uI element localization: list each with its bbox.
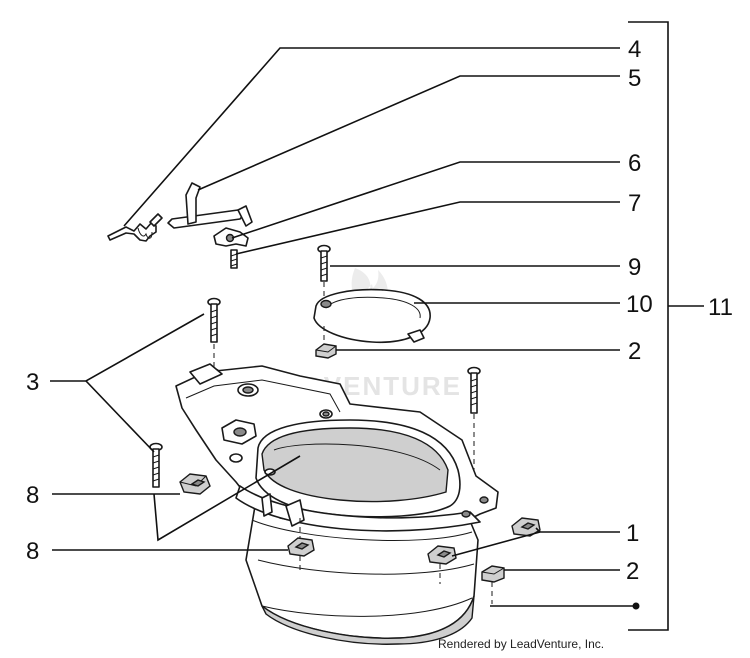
part-lid [313,288,431,344]
part-storage-compartment [175,363,499,645]
callout-2-lower: 2 [626,558,639,585]
part-nut-middle [287,518,315,574]
callout-8-lower: 8 [26,538,39,565]
render-credit: Rendered by LeadVenture, Inc. [438,637,604,651]
callouts: 4 5 6 7 9 10 11 2 3 8 8 1 2 [26,36,733,585]
callout-10: 10 [626,291,653,318]
leader-lines [50,21,704,631]
callout-4: 4 [628,36,641,63]
callout-3: 3 [26,369,39,396]
part-screw-top [207,297,221,370]
part-rod [167,182,253,229]
part-small-screw [230,249,238,269]
part-nut-right-a [427,545,457,584]
callout-9: 9 [628,254,641,281]
part-nut-upper [315,326,337,359]
callout-5: 5 [628,65,641,92]
part-nut-right-b [511,517,541,537]
callout-2-upper: 2 [628,338,641,365]
callout-6: 6 [628,150,641,177]
part-bracket [213,227,249,247]
callout-11: 11 [708,294,733,321]
callout-1: 1 [626,520,639,547]
part-nut-lower-right [481,565,505,604]
part-spring-latch [107,213,163,242]
callout-8-upper: 8 [26,482,39,509]
callout-7: 7 [628,190,641,217]
part-nut-left [179,473,211,495]
part-lid-screw [317,244,331,298]
assembly-dot-marker [632,602,640,610]
